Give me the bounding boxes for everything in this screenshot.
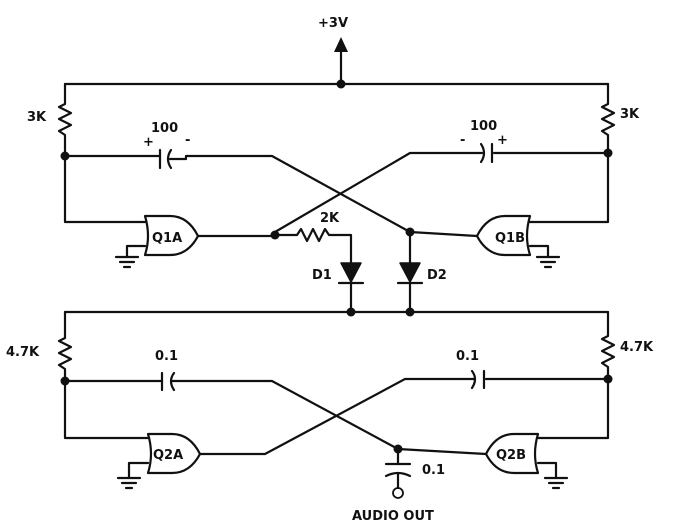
resistor-top-left	[57, 94, 73, 158]
gate-q1a-ground-wire	[125, 244, 147, 259]
cap-top-left-plate-b	[166, 148, 173, 170]
resistor-top-right-label: 3K	[620, 107, 640, 122]
gate-q1b	[475, 214, 532, 257]
wire-q1b-output	[408, 230, 479, 238]
cap-top-right-plate-a	[479, 142, 486, 164]
junction-d1-rail	[346, 307, 356, 317]
ground-icon	[543, 476, 569, 490]
gate-q2a-label: Q2A	[153, 448, 183, 463]
cap-top-left-label: 100	[151, 121, 178, 136]
gate-q1a-label: Q1A	[152, 231, 182, 246]
cap-output-label: 0.1	[422, 463, 445, 478]
junction-d2-rail	[405, 307, 415, 317]
cap-top-right-plus: +	[497, 133, 508, 148]
output-terminal-icon	[392, 487, 404, 499]
resistor-bottom-left-label: 4.7K	[6, 345, 40, 360]
resistor-bottom-right-label: 4.7K	[620, 340, 654, 355]
cap-top-left-plus: +	[143, 135, 154, 150]
ground-icon	[116, 476, 142, 490]
supply-arrow	[334, 37, 348, 86]
ground-icon	[535, 255, 561, 269]
cap-bottom-left-label: 0.1	[155, 349, 178, 364]
resistor-top-left-label: 3K	[27, 110, 47, 125]
gate-q2b	[484, 432, 540, 475]
wire-q2b-output	[396, 447, 488, 456]
wire-bottom-cross-a	[170, 379, 400, 451]
top-rail	[63, 82, 610, 98]
diode-d2-label: D2	[427, 268, 447, 283]
ground-icon	[114, 255, 140, 269]
bottom-rail	[63, 310, 610, 335]
gate-q1b-label: Q1B	[495, 231, 525, 246]
resistor-top-right	[600, 94, 616, 155]
cap-top-left-minus: -	[185, 133, 190, 148]
gate-q1b-ground-wire	[528, 244, 550, 259]
resistor-bottom-left	[57, 331, 73, 383]
supply-label: +3V	[318, 16, 348, 31]
diode-d1	[337, 262, 365, 314]
diode-d1-label: D1	[312, 268, 332, 283]
gate-q2a-ground-wire	[127, 461, 150, 480]
cap-top-right-label: 100	[470, 119, 497, 134]
wire-top-cross-b	[273, 151, 484, 234]
diode-d2	[396, 262, 424, 314]
resistor-2k	[273, 227, 353, 265]
resistor-bottom-right	[600, 331, 616, 381]
wire-bottom-left-column	[63, 379, 150, 440]
gate-q1a	[143, 214, 200, 257]
wire-top-right-column	[528, 151, 610, 224]
gate-q2b-label: Q2B	[496, 448, 526, 463]
gate-q2b-ground-wire	[536, 461, 558, 480]
resistor-2k-label: 2K	[320, 211, 340, 226]
supply-junction	[336, 79, 346, 89]
cap-bottom-right-label: 0.1	[456, 349, 479, 364]
wire-bottom-right-column	[536, 377, 610, 440]
gate-q2a	[146, 432, 202, 475]
wire-top-cross-a	[168, 154, 412, 234]
audio-out-label: AUDIO OUT	[352, 509, 434, 524]
wire-top-left-column	[63, 154, 147, 224]
cap-top-right-minus: -	[460, 133, 465, 148]
wire-bottom-cross-b	[196, 377, 476, 456]
